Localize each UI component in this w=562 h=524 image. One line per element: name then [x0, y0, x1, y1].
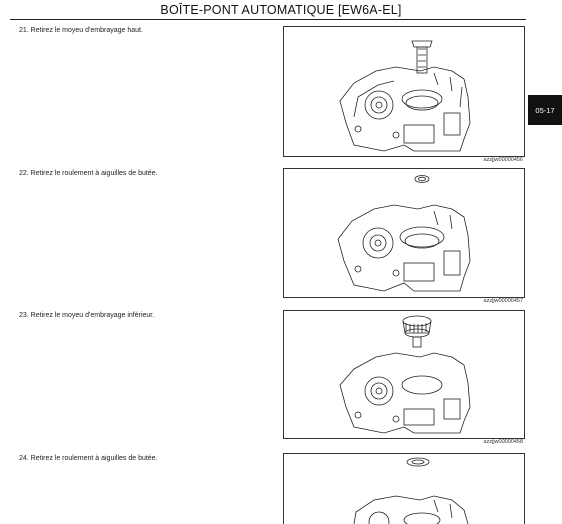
transaxle-drawing — [353, 457, 469, 524]
header-divider — [10, 19, 526, 20]
step-illustration — [283, 453, 525, 524]
step-illustration — [283, 168, 525, 298]
step-instruction: 22. Retirez le roulement à aiguilles de … — [19, 170, 158, 177]
figure-code: azzjjw00000457 — [483, 298, 523, 304]
page-title: BOÎTE-PONT AUTOMATIQUE [EW6A-EL] — [160, 3, 402, 17]
step-illustration — [283, 26, 525, 157]
step-illustration — [283, 310, 525, 439]
transaxle-drawing — [337, 175, 471, 292]
section-tab: 05-17 — [528, 95, 562, 125]
page-header: BOÎTE-PONT AUTOMATIQUE [EW6A-EL] — [0, 0, 562, 20]
step-instruction: 24. Retirez le roulement à aiguilles de … — [19, 455, 158, 462]
step-instruction: 23. Retirez le moyeu d'embrayage inférie… — [19, 312, 155, 319]
figure-code: azzjjw00000456 — [483, 157, 523, 163]
transaxle-drawing — [339, 40, 471, 152]
step-instruction: 21. Retirez le moyeu d'embrayage haut. — [19, 27, 143, 34]
transaxle-drawing — [339, 315, 471, 434]
figure-code: azzjjw00000458 — [483, 439, 523, 445]
section-tab-label: 05-17 — [535, 105, 555, 115]
